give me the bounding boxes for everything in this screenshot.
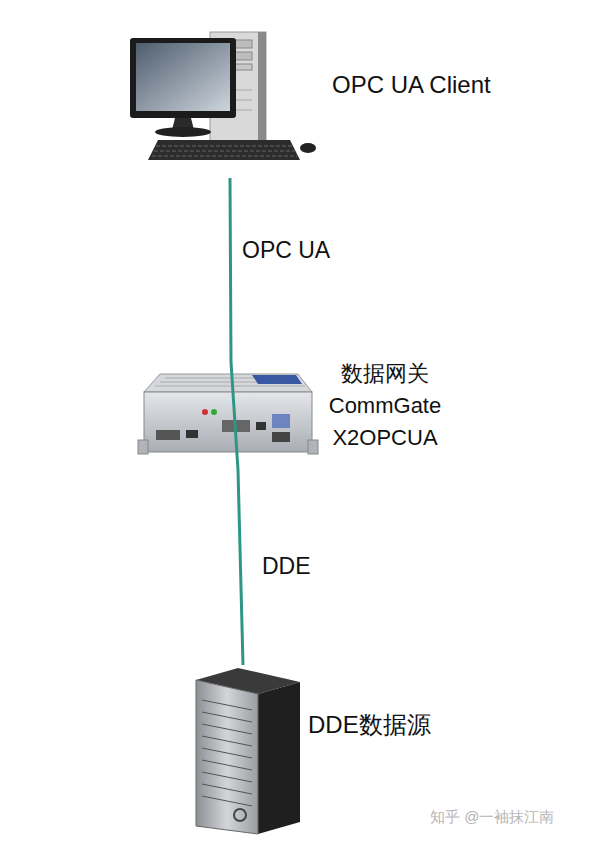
connection-line: [238, 470, 243, 665]
watermark: 知乎 @一袖抹江南: [430, 808, 554, 827]
connection-line: [230, 178, 231, 362]
pc-illustration: [130, 32, 316, 160]
data-gateway: 数据网关 CommGate X2OPCUA: [138, 362, 310, 470]
server-illustration: [196, 668, 300, 834]
device-label: DDE数据源: [308, 710, 508, 740]
gateway-illustration: [138, 362, 318, 470]
client-pc: OPC UA Client: [128, 30, 323, 178]
protocol-label: OPC UA: [242, 237, 330, 264]
dde-source: DDE数据源: [185, 665, 305, 837]
device-label: 数据网关 CommGate X2OPCUA: [310, 358, 460, 454]
protocol-label: DDE: [262, 553, 311, 580]
device-label: OPC UA Client: [332, 70, 552, 100]
